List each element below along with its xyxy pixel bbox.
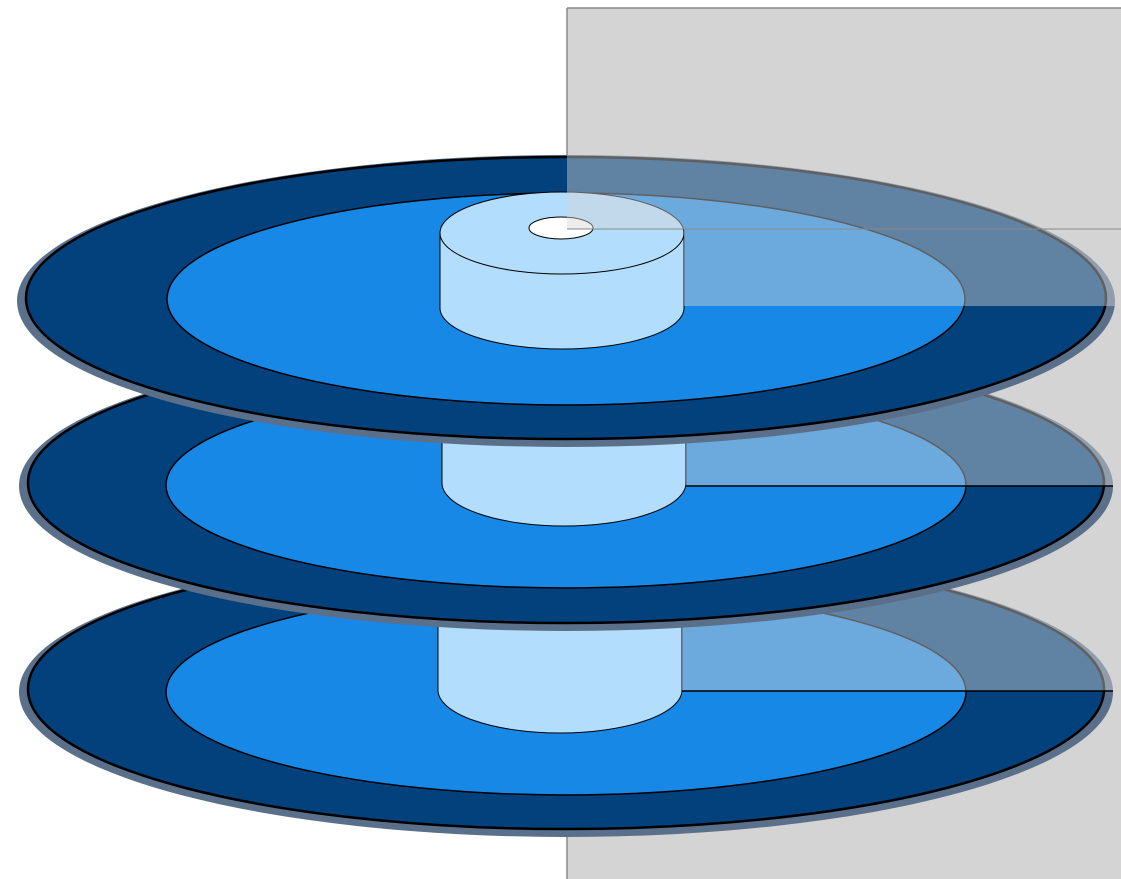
panel-overlay-top: [567, 155, 1121, 306]
hub-top: [439, 191, 685, 350]
platter-top: [17, 155, 1121, 447]
spindle-hole: [528, 216, 594, 240]
